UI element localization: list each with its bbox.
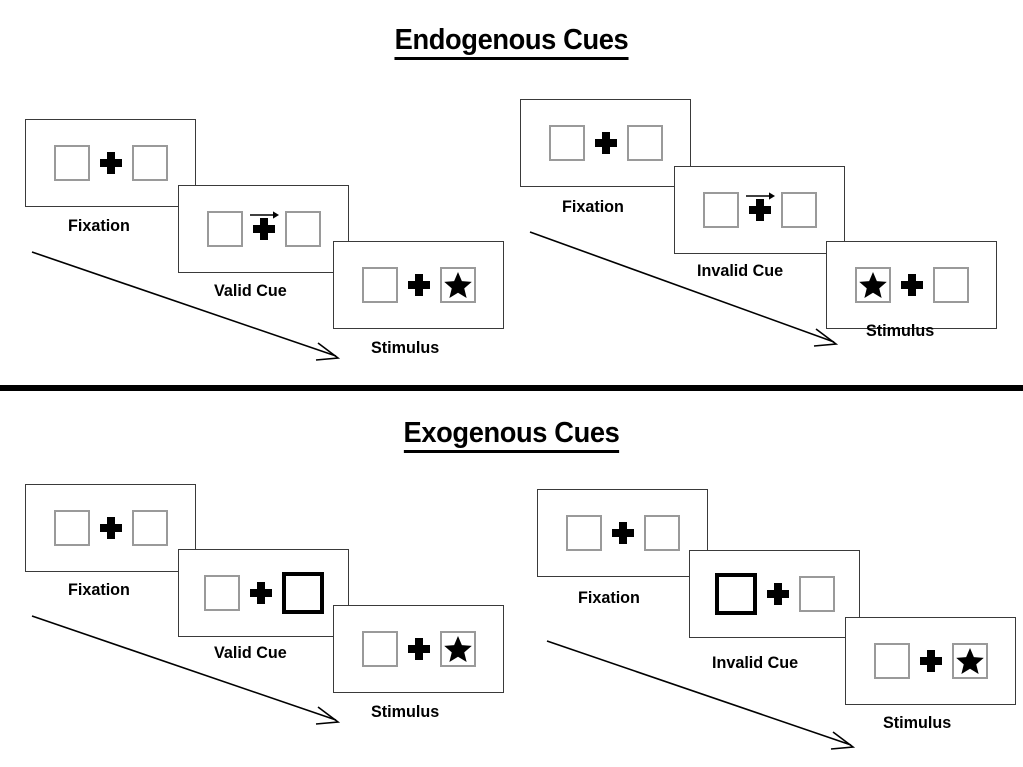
placeholder-box-left xyxy=(206,211,243,247)
placeholder-box-right xyxy=(643,515,680,551)
placeholder-box-right xyxy=(932,267,969,303)
cue-box-left xyxy=(714,573,757,615)
plus-icon xyxy=(90,510,132,546)
caption-exogenous-valid-stimulus: Stimulus xyxy=(371,702,440,721)
plus-icon xyxy=(585,125,627,161)
section-title-endogenous-text: Endogenous Cues xyxy=(394,25,629,61)
caption-endogenous-invalid-stimulus: Stimulus xyxy=(866,321,935,340)
star-icon xyxy=(955,648,984,674)
placeholder-box-right xyxy=(131,510,168,546)
plus-icon xyxy=(757,576,799,612)
frame-endogenous-valid-fixation xyxy=(25,119,196,207)
time-arrow-icon xyxy=(31,251,341,361)
display-row xyxy=(361,631,476,667)
placeholder-box-right xyxy=(626,125,663,161)
display-row xyxy=(548,125,663,161)
placeholder-box-left xyxy=(565,515,602,551)
plus-icon xyxy=(910,643,952,679)
display-row xyxy=(53,510,168,546)
plus-icon xyxy=(398,631,440,667)
section-title-endogenous: Endogenous Cues xyxy=(31,24,993,61)
plus-icon xyxy=(891,267,933,303)
placeholder-box-right xyxy=(131,145,168,181)
display-row xyxy=(53,145,168,181)
frame-exogenous-invalid-cue xyxy=(689,550,860,638)
plus-icon xyxy=(602,515,644,551)
display-row xyxy=(203,572,324,614)
star-icon xyxy=(443,636,472,662)
display-row xyxy=(854,267,969,303)
display-row xyxy=(714,573,835,615)
frame-exogenous-invalid-fixation xyxy=(537,489,708,577)
display-row xyxy=(702,192,817,228)
caption-exogenous-invalid-cue: Invalid Cue xyxy=(712,653,799,672)
placeholder-box-left xyxy=(53,510,90,546)
plus-icon xyxy=(240,575,282,611)
section-divider xyxy=(0,385,1023,391)
plus-icon xyxy=(398,267,440,303)
arrow-right-icon xyxy=(249,211,279,219)
caption-endogenous-invalid-fixation: Fixation xyxy=(562,197,624,216)
caption-endogenous-valid-stimulus: Stimulus xyxy=(371,338,440,357)
caption-endogenous-valid-cue: Valid Cue xyxy=(214,281,287,300)
section-title-exogenous: Exogenous Cues xyxy=(31,417,993,454)
placeholder-box-left xyxy=(873,643,910,679)
frame-endogenous-valid-cue xyxy=(178,185,349,273)
section-title-exogenous-text: Exogenous Cues xyxy=(403,418,620,454)
target-box-right xyxy=(439,631,476,667)
frame-exogenous-valid-stimulus xyxy=(333,605,504,693)
caption-endogenous-invalid-cue: Invalid Cue xyxy=(697,261,784,280)
time-arrow-icon xyxy=(546,640,856,750)
placeholder-box-left xyxy=(702,192,739,228)
plus-icon xyxy=(90,145,132,181)
placeholder-box-left xyxy=(548,125,585,161)
caption-exogenous-invalid-fixation: Fixation xyxy=(578,588,640,607)
placeholder-box-left xyxy=(203,575,240,611)
target-box-right xyxy=(951,643,988,679)
placeholder-box-right xyxy=(798,576,835,612)
frame-endogenous-invalid-cue xyxy=(674,166,845,254)
frame-endogenous-invalid-fixation xyxy=(520,99,691,187)
frame-exogenous-invalid-stimulus xyxy=(845,617,1016,705)
caption-exogenous-valid-cue: Valid Cue xyxy=(214,643,287,662)
placeholder-box-right xyxy=(284,211,321,247)
frame-endogenous-invalid-stimulus xyxy=(826,241,997,329)
star-icon xyxy=(858,272,887,298)
target-box-right xyxy=(439,267,476,303)
placeholder-box-left xyxy=(53,145,90,181)
time-arrow-icon xyxy=(31,615,341,725)
caption-exogenous-valid-fixation: Fixation xyxy=(68,580,130,599)
placeholder-box-left xyxy=(361,267,398,303)
frame-exogenous-valid-fixation xyxy=(25,484,196,572)
placeholder-box-right xyxy=(780,192,817,228)
caption-endogenous-valid-fixation: Fixation xyxy=(68,216,130,235)
display-row xyxy=(206,211,321,247)
arrow-right-icon xyxy=(745,192,775,200)
plus-icon xyxy=(243,211,285,247)
display-row xyxy=(361,267,476,303)
caption-exogenous-invalid-stimulus: Stimulus xyxy=(883,713,952,732)
display-row xyxy=(565,515,680,551)
frame-exogenous-valid-cue xyxy=(178,549,349,637)
frame-endogenous-valid-stimulus xyxy=(333,241,504,329)
cue-box-right xyxy=(281,572,324,614)
plus-icon xyxy=(739,192,781,228)
target-box-left xyxy=(854,267,891,303)
placeholder-box-left xyxy=(361,631,398,667)
star-icon xyxy=(443,272,472,298)
time-arrow-icon xyxy=(529,231,839,347)
display-row xyxy=(873,643,988,679)
